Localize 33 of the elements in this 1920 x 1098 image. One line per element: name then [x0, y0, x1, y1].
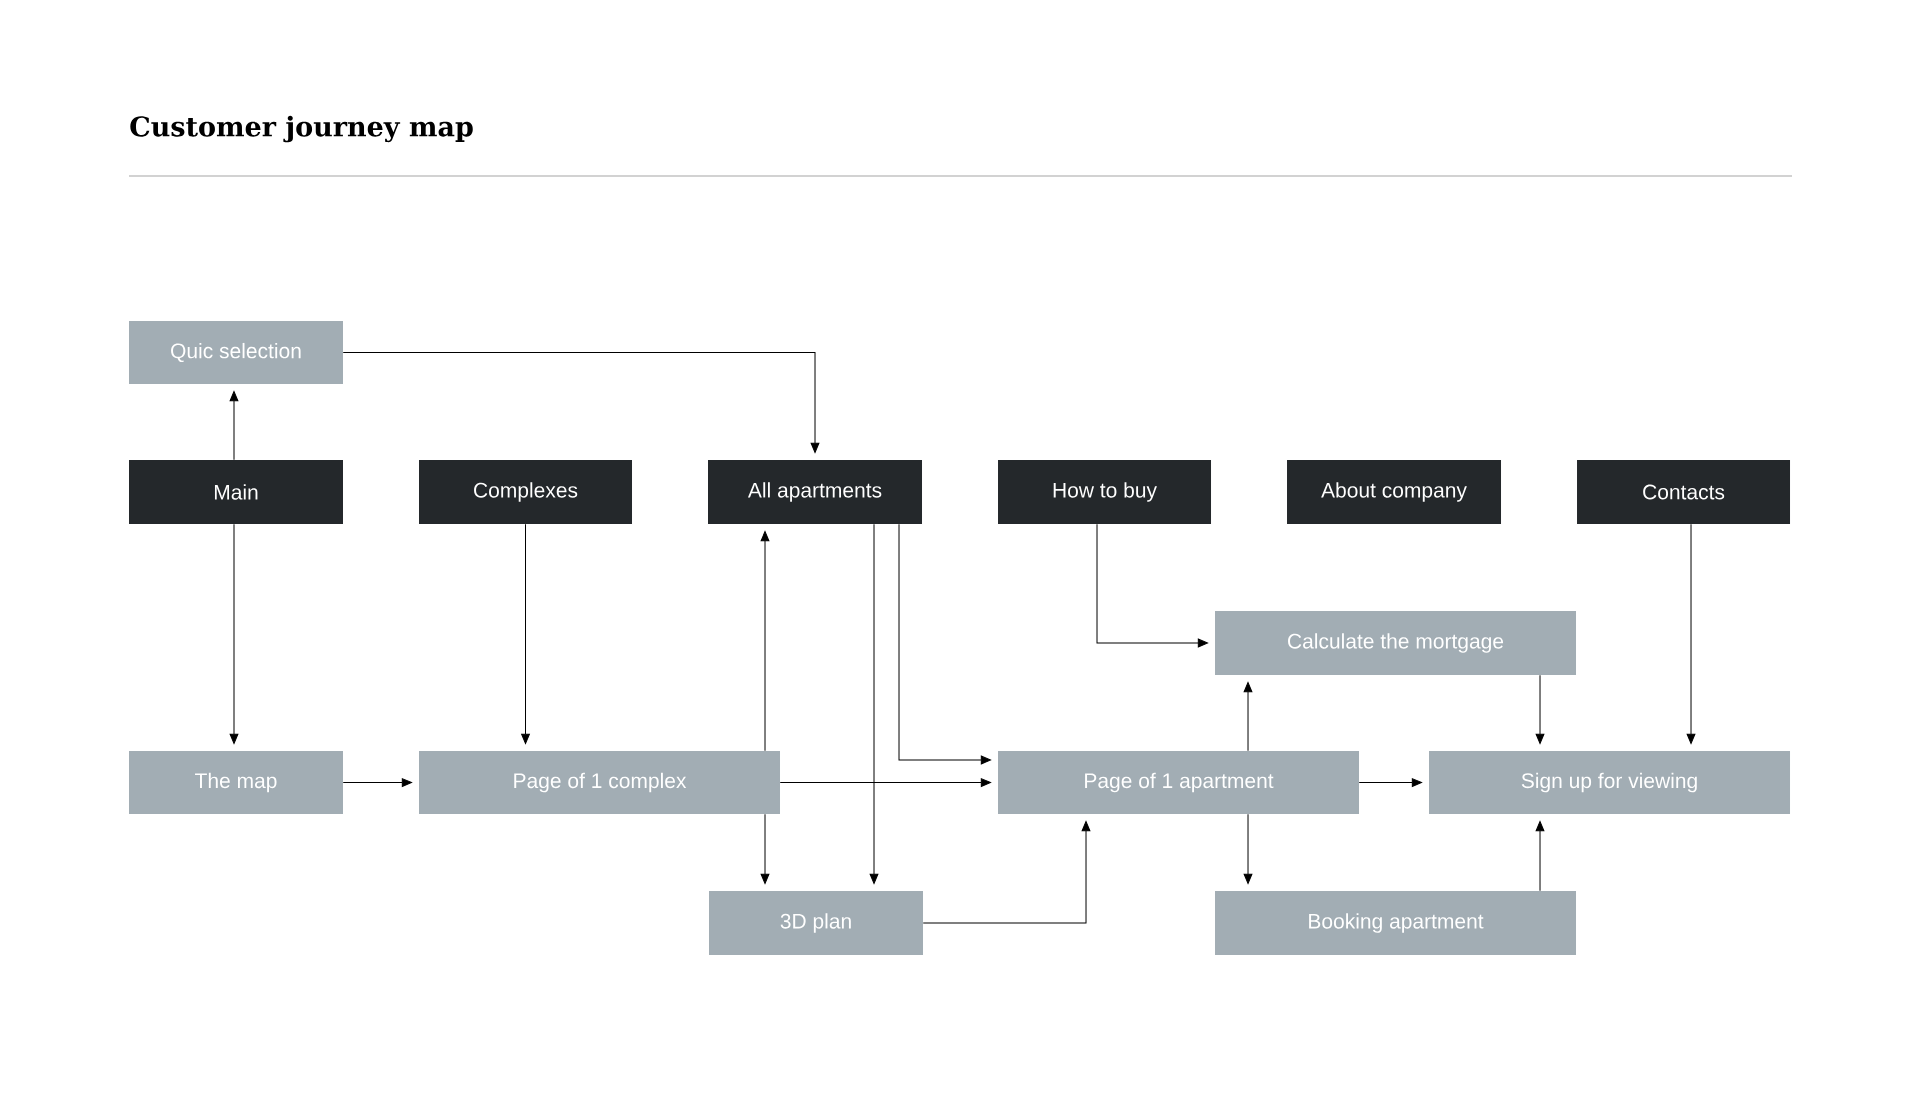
arrow [229, 523, 239, 744]
page-box: Page of 1 complex [419, 751, 780, 814]
arrow [521, 523, 530, 744]
menu-box: Main [129, 460, 343, 524]
arrow [1535, 674, 1545, 744]
page-box: 3D plan [709, 891, 923, 955]
arrow [898, 523, 991, 765]
arrow [1243, 813, 1253, 884]
arrow [922, 821, 1091, 924]
menu-box: All apartments [708, 460, 922, 524]
page-box: Booking apartment [1215, 891, 1576, 955]
arrow [760, 813, 770, 884]
arrow [342, 352, 820, 453]
page-box: Calculate the mortgage [1215, 611, 1576, 675]
arrow [1358, 778, 1422, 787]
page-box: The map [129, 751, 343, 814]
page-box: Page of 1 apartment [998, 751, 1359, 814]
arrow [869, 523, 879, 884]
arrow [1686, 523, 1696, 744]
arrow [1096, 523, 1208, 648]
arrow [1243, 682, 1253, 752]
arrow [760, 531, 770, 752]
page-box: Sign up for viewing [1429, 751, 1790, 814]
menu-box: Contacts [1577, 460, 1790, 524]
arrow [229, 391, 239, 461]
arrow [1535, 821, 1545, 892]
arrow [342, 778, 412, 787]
menu-box: Complexes [419, 460, 632, 524]
page-box: Quic selection [129, 321, 343, 384]
title: Customer journey map [130, 115, 473, 143]
menu-box: About company [1287, 460, 1501, 524]
menu-box: How to buy [998, 460, 1211, 524]
arrow [779, 778, 991, 787]
